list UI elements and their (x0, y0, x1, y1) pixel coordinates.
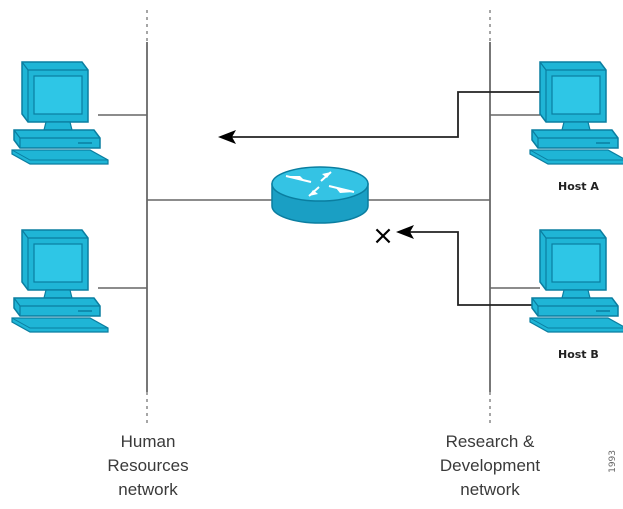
rd-network-label: Research & Development network (439, 432, 541, 499)
host-b-label: Host B (558, 348, 599, 361)
host-b-traffic-path (410, 231, 540, 306)
blocked-marker: × (372, 221, 394, 251)
host-b-computer-icon (529, 229, 623, 333)
hr-network-label: Human Resources network (107, 432, 189, 499)
host-b-arrowhead (396, 225, 414, 239)
host-a-computer-icon (529, 61, 623, 165)
desktop-computer-icon (11, 229, 109, 333)
router-icon (271, 166, 369, 224)
host-a-arrowhead (218, 130, 236, 144)
figure-code: 1993 (608, 450, 618, 473)
host-a-traffic-path (232, 91, 540, 138)
host-a-label: Host A (558, 180, 599, 193)
desktop-computer-icon (11, 61, 109, 165)
